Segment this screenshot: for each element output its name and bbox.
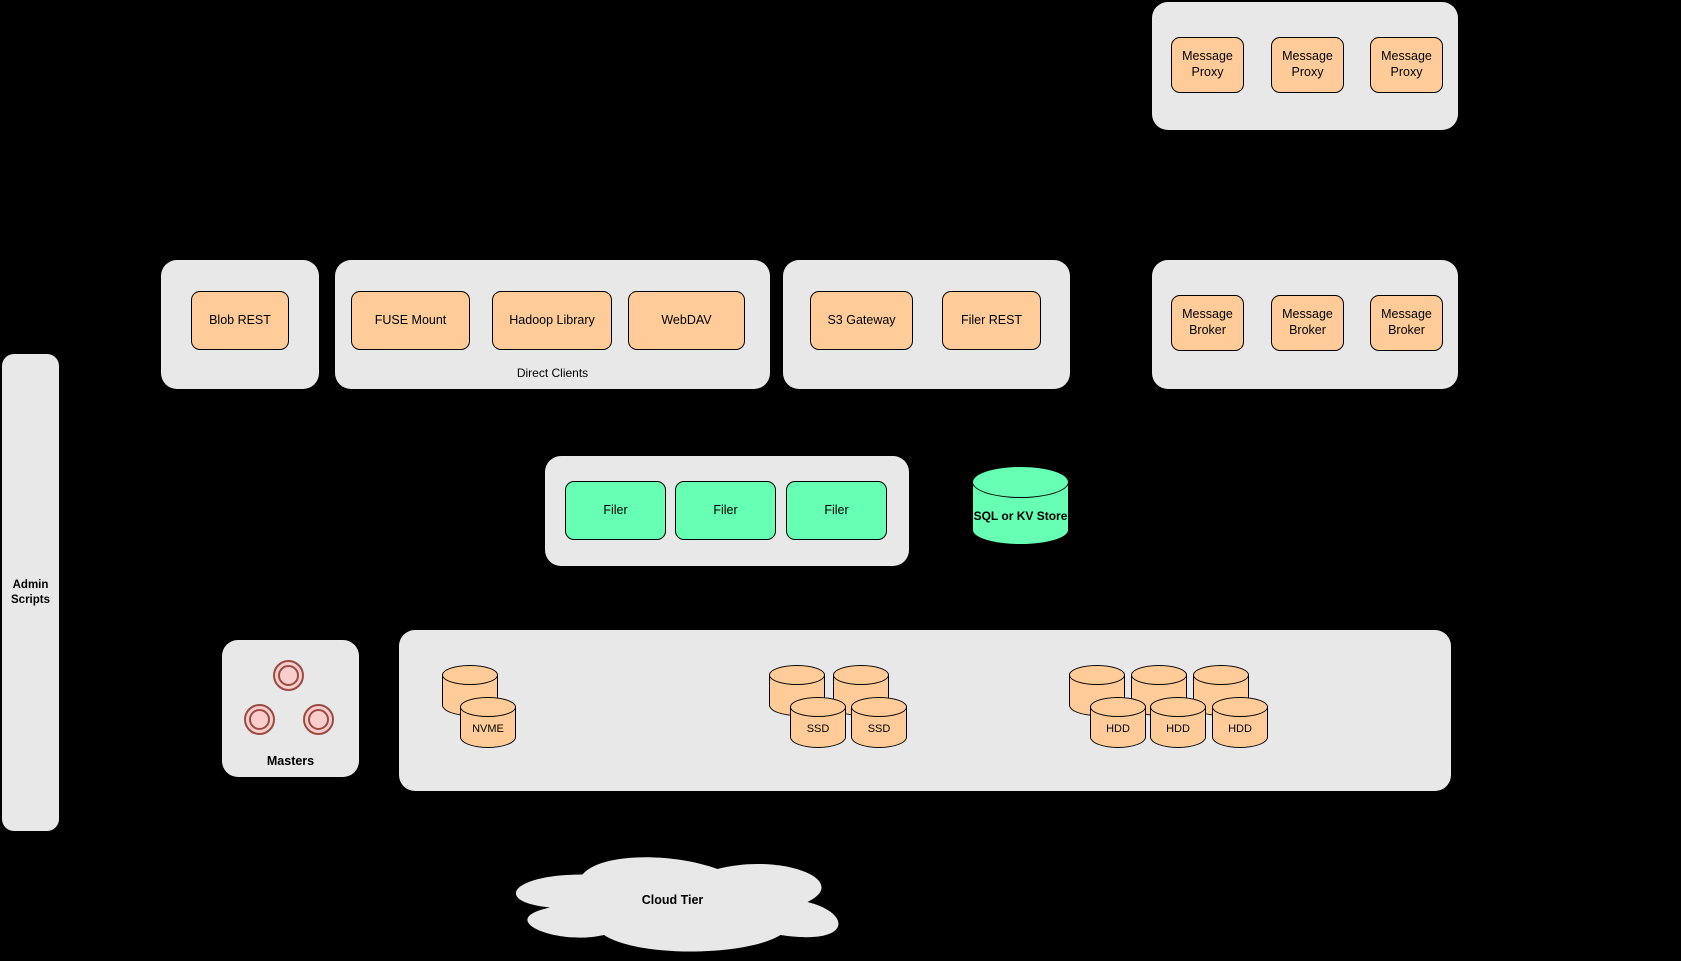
hdd-label-2: HDD [1166,723,1190,735]
hadoop-library-node: Hadoop Library [492,291,612,350]
message-broker-node-3: Message Broker [1370,295,1443,351]
cloud-icon [515,857,839,952]
hdd-disk-cylinder-icon-front-2: HDD [1150,697,1206,748]
master-node-icon-1 [273,660,304,691]
filer-node-1: Filer [565,481,666,540]
volume-servers-group: NVME SSD SSD HDD HDD HDD [399,630,1451,791]
fuse-mount-node: FUSE Mount [351,291,470,350]
message-broker-node-1: Message Broker [1171,295,1244,351]
message-proxy-node-3: Message Proxy [1370,37,1443,93]
blob-client-group: Blob REST [161,260,319,389]
nvme-disk-cylinder-icon-front: NVME [460,697,516,748]
direct-clients-group: FUSE Mount Hadoop Library WebDAV Direct … [335,260,770,389]
webdav-node: WebDAV [628,291,745,350]
gateway-group: S3 Gateway Filer REST [783,260,1070,389]
nvme-label: NVME [472,723,504,735]
hdd-label-3: HDD [1228,723,1252,735]
metadata-store-label: SQL or KV Store [973,509,1068,524]
filer-node-3: Filer [786,481,887,540]
direct-clients-label: Direct Clients [516,366,589,380]
filer-group: Filer Filer Filer [545,456,909,566]
blob-rest-node: Blob REST [191,291,289,350]
hdd-label-1: HDD [1106,723,1130,735]
message-proxy-group: Message Proxy Message Proxy Message Prox… [1152,2,1458,130]
admin-scripts-label: Admin Scripts [11,578,50,606]
ssd-label-1: SSD [806,723,830,735]
hdd-disk-cylinder-icon-front-1: HDD [1090,697,1146,748]
masters-label: Masters [266,754,315,768]
message-broker-node-2: Message Broker [1271,295,1344,351]
message-proxy-node-1: Message Proxy [1171,37,1244,93]
message-broker-group: Message Broker Message Broker Message Br… [1152,260,1458,389]
admin-scripts-panel: Admin Scripts [2,354,59,831]
cloud-tier-label: Cloud Tier [641,893,704,907]
masters-group: Masters [222,640,359,777]
s3-gateway-node: S3 Gateway [810,291,913,350]
master-node-icon-2 [244,704,275,735]
ssd-disk-cylinder-icon-front-2: SSD [851,697,907,748]
master-node-icon-3 [303,704,334,735]
filer-rest-node: Filer REST [942,291,1041,350]
message-proxy-node-2: Message Proxy [1271,37,1344,93]
metadata-store-cylinder-icon: SQL or KV Store [972,466,1069,545]
filer-node-2: Filer [675,481,776,540]
ssd-disk-cylinder-icon-front-1: SSD [790,697,846,748]
hdd-disk-cylinder-icon-front-3: HDD [1212,697,1268,748]
ssd-label-2: SSD [867,723,891,735]
